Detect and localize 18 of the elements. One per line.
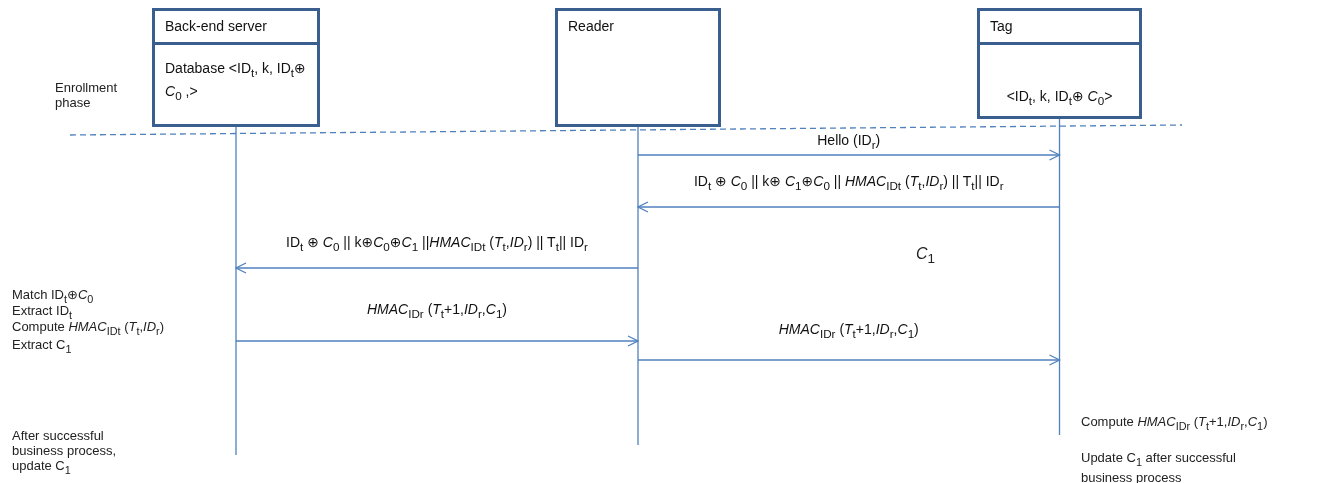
message-arrow: [637, 201, 1061, 213]
note-text: After successful business process, update C$_{1}$: [12, 428, 118, 478]
message-arrow: [637, 149, 1061, 161]
note-text: Extract C$_{1}$: [12, 337, 72, 357]
participant-name: Tag: [990, 18, 1013, 34]
message-arrow: [637, 354, 1061, 366]
message-arrow: [235, 262, 639, 274]
note-text: Match ID$_{t}$⊕C$_{0}$: [12, 287, 94, 306]
message-arrow: [235, 335, 639, 347]
note-text: Enrollment phase: [55, 80, 119, 110]
note-text: Extract ID$_{t}$: [12, 303, 73, 322]
note-text: Compute HMAC$_{ID}$$_{r}$ (T$_{t}$+1,ID$_{r}$,C$_{1}$): [1081, 414, 1268, 434]
participant-name: Back-end server: [165, 18, 267, 34]
note-text: C$_{1}$: [916, 246, 935, 267]
participant-name: Reader: [568, 18, 614, 34]
stored-values: Database <ID$_{t}$, k, ID$_{t}$⊕ C$_{0}$ ,>: [165, 60, 306, 99]
note-text: Compute HMAC$_{ID}$$_{t}$ (T$_{t}$,ID$_{r}$): [12, 319, 164, 339]
stored-values: <ID$_{t}$, k, ID$_{t}$⊕ C$_{0}$>: [1006, 87, 1113, 109]
